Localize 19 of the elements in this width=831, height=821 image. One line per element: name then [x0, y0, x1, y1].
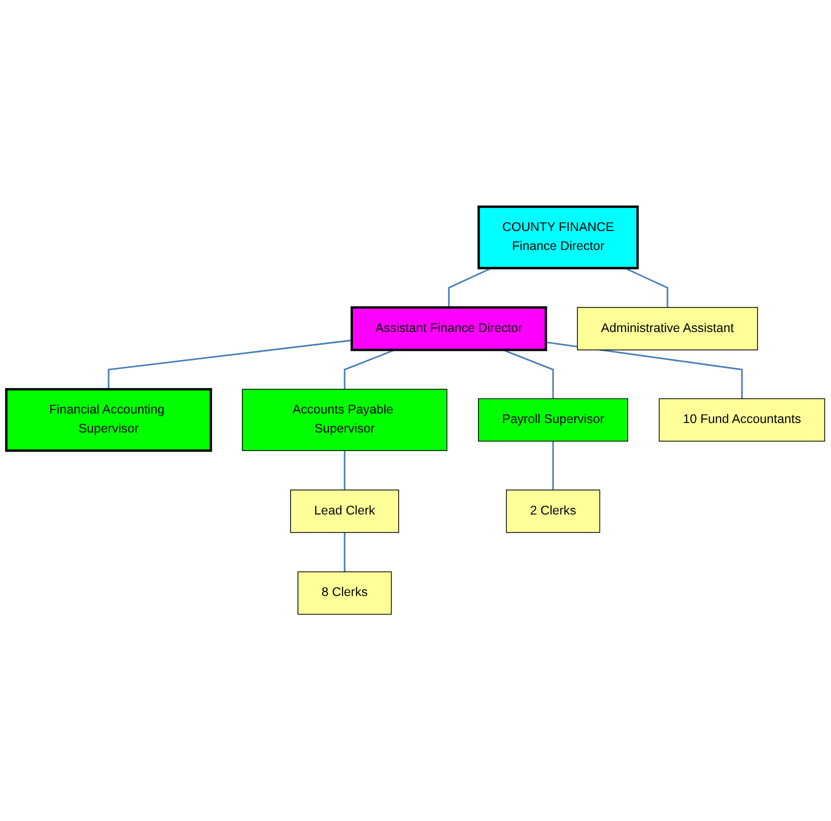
node-box: 10 Fund Accountants [658, 398, 826, 442]
connector [344, 532, 346, 572]
connector [546, 341, 743, 399]
node-box: Administrative Assistant [577, 307, 758, 350]
node-box: 2 Clerks [506, 490, 600, 533]
connector [552, 441, 554, 490]
node-box: Payroll Supervisor [478, 398, 628, 442]
node-box: Lead Clerk [290, 490, 400, 533]
connector [624, 267, 668, 308]
node-box: Accounts Payable Supervisor [242, 388, 448, 452]
node-box: 8 Clerks [298, 571, 392, 615]
node-box: COUNTY FINANCE Finance Director [478, 206, 639, 270]
connector [108, 340, 352, 390]
connector [344, 349, 396, 390]
connector [448, 267, 492, 308]
node-box: Assistant Finance Director [350, 306, 548, 352]
connector [344, 450, 346, 490]
connector [502, 349, 554, 399]
node-box: Financial Accounting Supervisor [5, 388, 212, 452]
